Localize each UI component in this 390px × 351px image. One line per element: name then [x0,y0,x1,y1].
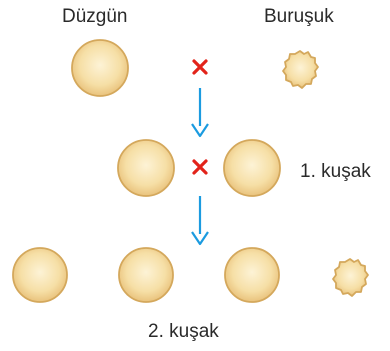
smooth-label: Düzgün [62,6,128,27]
wrinkled-seed-icon [282,50,319,89]
smooth-seed-icon [12,247,68,303]
smooth-seed-icon [117,139,175,197]
smooth-seed-icon [224,247,280,303]
generation-1-label: 1. kuşak [300,161,371,182]
arrow-down-icon [191,196,209,246]
smooth-seed-icon [223,139,281,197]
smooth-seed-icon [71,39,129,97]
smooth-seed-icon [118,247,174,303]
cross-icon [192,59,208,75]
wrinkled-label: Buruşuk [264,6,334,27]
cross-icon [192,159,208,175]
wrinkled-seed-icon [332,258,369,297]
arrow-down-icon [191,88,209,138]
generation-2-label: 2. kuşak [148,321,219,342]
